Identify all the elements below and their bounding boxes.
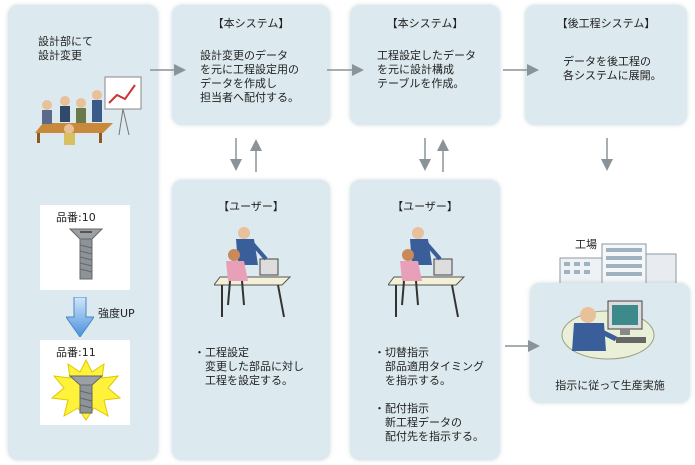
user-2-title: 【ユーザー】 <box>392 200 458 213</box>
system-panel-1: 【本システム】 設計変更のデータ を元に工程設定用の データを作成し 担当者へ配… <box>172 5 330 125</box>
part-after-label: 品番:11 <box>56 346 96 359</box>
system-1-title: 【本システム】 <box>212 17 290 30</box>
user-2-body: ・切替指示 部品適用タイミング を指示する。 ・配付指示 新工程データの 配付先… <box>374 346 484 443</box>
strength-up-label: 強度UP <box>98 307 135 320</box>
system-2-title: 【本システム】 <box>386 17 464 30</box>
factory-worker-illustration <box>561 300 655 360</box>
meeting-illustration <box>35 76 142 145</box>
design-department-panel: 設計部にて 設計変更 品番:10 強度UP <box>8 5 158 460</box>
part-before-box: 品番:10 <box>40 205 130 290</box>
user-1-title: 【ユーザー】 <box>218 200 284 213</box>
part-after-box: 品番:11 <box>40 340 130 425</box>
system-3-title: 【後工程システム】 <box>556 17 656 30</box>
design-change-label: 設計部にて 設計変更 <box>38 35 93 62</box>
glowing-screw-icon <box>50 358 122 421</box>
screw-icon <box>68 228 104 280</box>
system-3-body: データを後工程の 各システムに展開。 <box>563 55 662 82</box>
system-1-body: 設計変更のデータ を元に工程設定用の データを作成し 担当者へ配付する。 <box>200 49 299 104</box>
post-process-system-panel: 【後工程システム】 データを後工程の 各システムに展開。 <box>525 5 687 125</box>
office-worker-illustration <box>388 227 466 318</box>
system-2-body: 工程設定したデータ を元に設計構成 テーブルを作成。 <box>377 49 476 90</box>
part-before-label: 品番:10 <box>56 211 96 224</box>
user-panel-2: 【ユーザー】 ・切替指示 部品適用タイミング を指示する。 ・配付指示 新工程デ… <box>350 180 500 460</box>
factory-panel: 指示に従って生産実施 <box>530 283 690 403</box>
system-panel-2: 【本システム】 工程設定したデータ を元に設計構成 テーブルを作成。 <box>350 5 500 125</box>
user-panel-1: 【ユーザー】 ・工程設定 変更した部品に対し 工程を設定する。 <box>172 180 330 460</box>
factory-label: 工場 <box>575 238 597 251</box>
user-1-body: ・工程設定 変更した部品に対し 工程を設定する。 <box>194 346 304 387</box>
office-worker-illustration <box>214 227 292 318</box>
down-arrow-icon <box>66 297 94 337</box>
factory-caption: 指示に従って生産実施 <box>555 379 665 392</box>
